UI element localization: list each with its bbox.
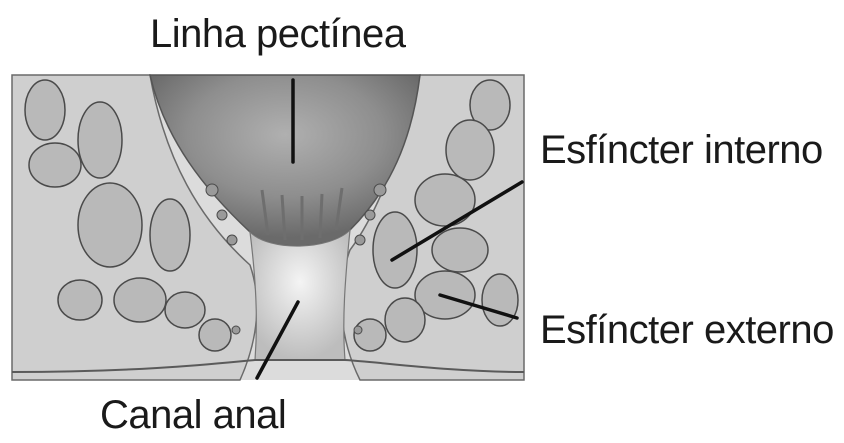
label-pectinate-line: Linha pectínea [150, 14, 405, 54]
label-anal-canal: Canal anal [100, 395, 286, 435]
label-internal-sphincter: Esfíncter interno [540, 130, 823, 170]
label-external-sphincter: Esfíncter externo [540, 310, 834, 350]
